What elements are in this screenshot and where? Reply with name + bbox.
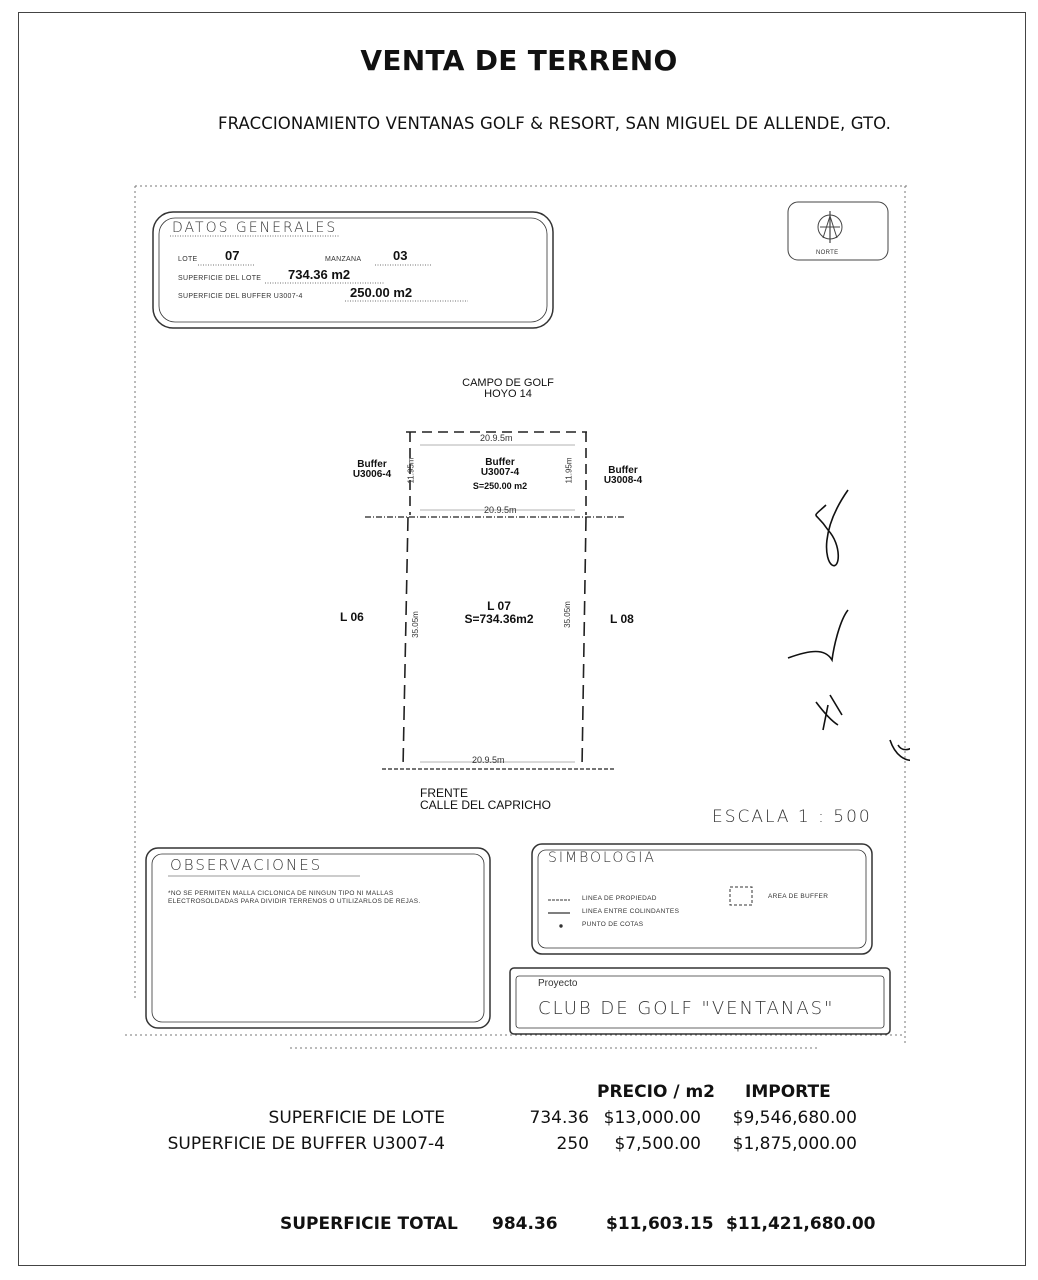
page-frame [18, 12, 1026, 1266]
lot-left: L 06 [340, 610, 364, 624]
page-subtitle: FRACCIONAMIENTO VENTANAS GOLF & RESORT, … [218, 114, 891, 133]
dim-lot-left: 35.05m [410, 611, 420, 638]
sup-buffer-value: 250.00 m2 [350, 285, 413, 300]
golf-line-1: CAMPO DE GOLF [462, 377, 554, 389]
sup-lote-label: SUPERFICIE DEL LOTE [178, 275, 262, 282]
buffer-left: Buffer U3006-4 [342, 460, 402, 480]
signature-marks [787, 489, 910, 761]
buffer-right-1: Buffer [608, 465, 638, 476]
total-precio: $11,603.15 [606, 1214, 714, 1234]
buffer-left-2: U3006-4 [352, 469, 392, 480]
golf-label: CAMPO DE GOLF HOYO 14 [448, 378, 568, 400]
manzana-value: 03 [393, 248, 408, 263]
dim-top: 20.9.5m [480, 433, 513, 443]
lot-center-2: S=734.36m2 [464, 612, 534, 626]
site-plan: DATOS GENERALES LOTE 07 MANZANA 03 SUPER… [120, 180, 910, 1050]
north-label: NORTE [816, 250, 839, 256]
sup-buffer-label: SUPERFICIE DEL BUFFER U3007-4 [178, 293, 303, 300]
simbologia-item-3: PUNTO DE COTAS [582, 921, 644, 928]
dim-buffer-left: 11.95m [406, 457, 416, 484]
buffer-center-3: S=250.00 m2 [472, 481, 528, 491]
row2-label: SUPERFICIE DE BUFFER U3007-4 [167, 1134, 445, 1154]
buffer-center-2: U3007-4 [480, 467, 520, 478]
lote-value: 07 [225, 248, 240, 263]
frente-label: FRENTE CALLE DEL CAPRICHO [420, 787, 551, 811]
row2-importe: $1,875,000.00 [732, 1134, 857, 1154]
manzana-label: MANZANA [325, 256, 362, 263]
lot-center-1: L 07 [487, 599, 511, 613]
frente-line-1: FRENTE [420, 786, 468, 800]
golf-line-2: HOYO 14 [484, 388, 532, 400]
simbologia-item-1: LINEA DE PROPIEDAD [582, 895, 657, 902]
total-area: 984.36 [492, 1214, 558, 1234]
total-label: SUPERFICIE TOTAL [280, 1214, 458, 1234]
header-precio: PRECIO / m2 [597, 1082, 716, 1102]
header-importe: IMPORTE [745, 1082, 831, 1102]
simbologia-header: SIMBOLOGIA [548, 850, 656, 866]
buffer-center: Buffer U3007-4 S=250.00 m2 [465, 457, 535, 492]
simbologia-buffer-label: AREA DE BUFFER [768, 893, 829, 900]
row1-importe: $9,546,680.00 [732, 1108, 857, 1128]
buffer-right: Buffer U3008-4 [593, 466, 653, 486]
dim-buffer-right: 11.95m [564, 457, 574, 484]
sup-lote-value: 734.36 m2 [288, 267, 351, 282]
buffer-center-1: Buffer [485, 457, 515, 468]
page-title: VENTA DE TERRENO [360, 44, 678, 77]
buffer-left-1: Buffer [357, 459, 387, 470]
total-importe: $11,421,680.00 [726, 1214, 876, 1234]
dim-mid: 20.9.5m [484, 505, 517, 515]
row2-precio: $7,500.00 [614, 1134, 701, 1154]
buffer-right-2: U3008-4 [603, 475, 643, 486]
lot-right: L 08 [610, 612, 634, 626]
lote-label: LOTE [178, 256, 198, 263]
proyecto-name: CLUB DE GOLF "VENTANAS" [538, 998, 835, 1019]
plan-drawing [125, 185, 910, 1049]
row1-label: SUPERFICIE DE LOTE [268, 1108, 445, 1128]
proyecto-label: Proyecto [538, 978, 578, 989]
dim-lot-right: 35.05m [562, 601, 572, 628]
row2-area: 250 [556, 1134, 589, 1154]
observaciones-header: OBSERVACIONES [170, 856, 323, 874]
simbologia-item-2: LINEA ENTRE COLINDANTES [582, 908, 680, 915]
lot-center: L 07 S=734.36m2 [453, 600, 545, 626]
dim-bottom: 20.9.5m [472, 755, 505, 765]
row1-precio: $13,000.00 [603, 1108, 701, 1128]
observaciones-text: *NO SE PERMITEN MALLA CICLONICA DE NINGU… [168, 890, 421, 905]
escala-label: ESCALA 1 : 500 [712, 807, 872, 827]
frente-line-2: CALLE DEL CAPRICHO [420, 798, 551, 812]
row1-area: 734.36 [529, 1108, 589, 1128]
datos-header: DATOS GENERALES [172, 220, 338, 236]
